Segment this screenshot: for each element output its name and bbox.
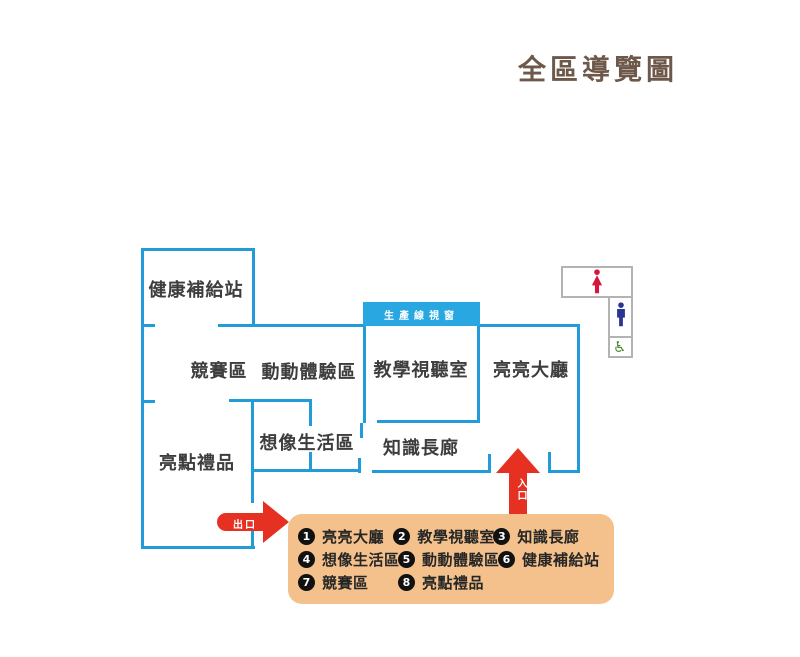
legend-number-badge: 6 bbox=[498, 551, 515, 568]
wall-segment bbox=[309, 400, 312, 426]
wall-segment bbox=[479, 324, 580, 327]
legend-number-badge: 5 bbox=[398, 551, 415, 568]
room-label-contest-area: 競賽區 bbox=[190, 361, 248, 382]
wall-segment bbox=[372, 470, 491, 473]
wall-segment bbox=[488, 454, 491, 473]
entrance-arrow-head bbox=[496, 448, 540, 473]
legend-label: 動動體驗區 bbox=[422, 551, 500, 569]
legend-label: 想像生活區 bbox=[322, 551, 400, 569]
wall-segment bbox=[141, 400, 155, 403]
wall-segment bbox=[477, 324, 480, 423]
legend-row: 1 亮亮大廳 2 教學視聽室 3 知識長廊 bbox=[298, 525, 604, 548]
female-restroom-icon bbox=[591, 269, 603, 294]
legend-number-badge: 1 bbox=[298, 528, 315, 545]
entrance-arrow: 入口 bbox=[496, 448, 540, 518]
legend-label: 競賽區 bbox=[322, 574, 369, 592]
legend-label: 亮亮大廳 bbox=[322, 528, 385, 546]
legend-label: 健康補給站 bbox=[522, 551, 600, 569]
restroom-divider bbox=[610, 336, 631, 338]
room-label-imagine-life: 想像生活區 bbox=[259, 433, 355, 454]
wall-segment bbox=[363, 324, 366, 423]
legend-item-av-classroom: 2 教學視聽室 bbox=[393, 526, 495, 547]
wall-segment bbox=[229, 399, 312, 402]
wall-segment bbox=[141, 248, 144, 549]
male-restroom-icon bbox=[617, 302, 625, 327]
wall-segment bbox=[218, 324, 364, 327]
wall-segment bbox=[577, 324, 580, 473]
legend-number-badge: 3 bbox=[493, 528, 511, 545]
legend-item-health-station: 6 健康補給站 bbox=[498, 549, 604, 570]
wall-segment bbox=[360, 423, 363, 438]
wall-segment bbox=[141, 324, 155, 327]
wall-segment bbox=[141, 248, 255, 251]
exit-label: 出口 bbox=[233, 520, 257, 531]
wall-segment bbox=[548, 452, 551, 473]
entrance-label: 入口 bbox=[515, 478, 526, 502]
legend-label: 亮點禮品 bbox=[422, 574, 485, 592]
room-label-av-classroom: 教學視聽室 bbox=[373, 360, 469, 381]
legend-item-imagine-life: 4 想像生活區 bbox=[298, 549, 400, 570]
exit-arrow: 出口 bbox=[217, 501, 291, 543]
legend-item-knowledge-corridor: 3 知識長廊 bbox=[493, 526, 604, 547]
room-label-motion-experience: 動動體驗區 bbox=[261, 362, 357, 383]
wheelchair-accessible-icon: ♿ bbox=[613, 338, 627, 356]
legend-item-bright-hall: 1 亮亮大廳 bbox=[298, 526, 393, 547]
wall-segment bbox=[309, 452, 312, 472]
room-label-bright-hall: 亮亮大廳 bbox=[493, 360, 569, 381]
legend-number-badge: 7 bbox=[298, 574, 315, 591]
wall-segment bbox=[251, 530, 254, 549]
legend-row: 4 想像生活區 5 動動體驗區 6 健康補給站 bbox=[298, 548, 604, 571]
wall-segment bbox=[251, 400, 254, 472]
room-label-knowledge-corridor: 知識長廊 bbox=[383, 438, 459, 459]
legend-number-badge: 2 bbox=[393, 528, 411, 545]
legend-label: 教學視聽室 bbox=[417, 528, 495, 546]
legend-label: 知識長廊 bbox=[517, 528, 580, 546]
page-title: 全區導覽圖 bbox=[518, 53, 679, 86]
wall-segment bbox=[141, 546, 255, 549]
legend-item-contest-area: 7 競賽區 bbox=[298, 572, 398, 593]
wall-segment bbox=[358, 458, 361, 473]
wall-segment bbox=[548, 470, 580, 473]
exit-arrow-shaft bbox=[217, 513, 264, 531]
room-label-health-station: 健康補給站 bbox=[148, 280, 244, 301]
legend-number-badge: 8 bbox=[398, 574, 415, 591]
production-window-label: 生產線視窗 bbox=[363, 302, 480, 326]
wall-segment bbox=[251, 472, 254, 503]
legend-row: 7 競賽區 8 亮點禮品 bbox=[298, 571, 604, 594]
room-label-gift-shop: 亮點禮品 bbox=[159, 453, 235, 474]
legend-number-badge: 4 bbox=[298, 551, 315, 568]
legend-item-gift-shop: 8 亮點禮品 bbox=[398, 572, 498, 593]
legend-box: 1 亮亮大廳 2 教學視聽室 3 知識長廊 4 想像生活區 5 動動體驗區 6 bbox=[288, 514, 614, 604]
wall-segment bbox=[377, 420, 480, 423]
wall-segment bbox=[252, 248, 255, 327]
entrance-arrow-shaft bbox=[509, 472, 527, 518]
legend-item-motion-experience: 5 動動體驗區 bbox=[398, 549, 500, 570]
exit-arrow-head bbox=[263, 501, 289, 543]
wall-segment bbox=[251, 469, 361, 472]
